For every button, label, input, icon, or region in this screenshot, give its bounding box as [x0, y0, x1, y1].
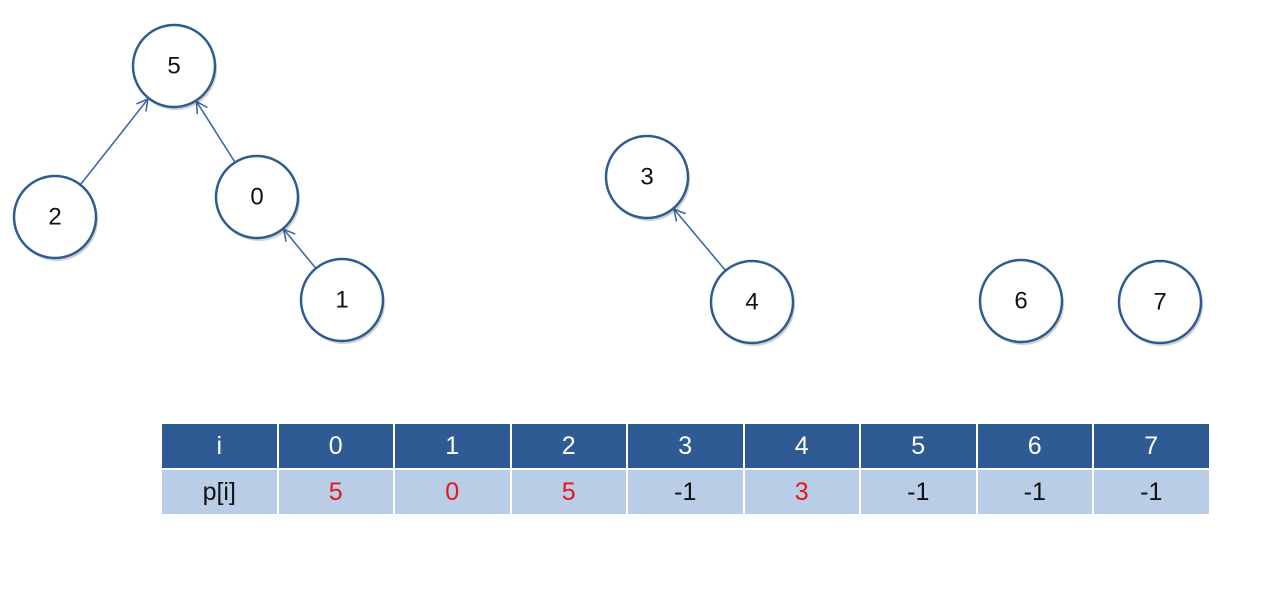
node-2: 2 — [12, 174, 98, 261]
node-label: 7 — [1153, 289, 1166, 316]
node-circle — [1117, 259, 1203, 345]
node-5: 5 — [131, 23, 217, 110]
index-cell-4: 4 — [743, 424, 861, 470]
parent-cell-3: -1 — [627, 469, 745, 516]
node-3: 3 — [604, 134, 690, 221]
index-cell-5: 5 — [860, 424, 978, 470]
node-label: 2 — [48, 204, 61, 231]
node-1: 1 — [299, 257, 385, 344]
index-cell-1: 1 — [394, 424, 512, 470]
parent-cell-7: -1 — [1093, 469, 1211, 516]
index-header-cell: i — [162, 424, 279, 470]
node-circle — [978, 258, 1064, 344]
index-cell-7: 7 — [1093, 424, 1211, 470]
parent-cell-0: 5 — [277, 469, 395, 516]
node-label: 0 — [250, 184, 263, 211]
node-7: 7 — [1117, 259, 1203, 346]
edge-1-to-0 — [282, 228, 317, 269]
union-find-forest: 5 2 0 1 3 4 6 7 — [12, 23, 1203, 346]
parent-array-table: i 0 1 2 3 4 5 6 7 p[i] 5 0 5 -1 3 -1 -1 … — [162, 424, 1211, 516]
parent-cell-4: 3 — [743, 469, 861, 516]
parent-row: p[i] 5 0 5 -1 3 -1 -1 -1 — [162, 469, 1211, 516]
node-circle — [709, 259, 795, 345]
edge-0-to-5 — [195, 100, 236, 163]
node-circle — [214, 154, 300, 240]
index-row: i 0 1 2 3 4 5 6 7 — [162, 424, 1211, 470]
node-label: 5 — [167, 53, 180, 80]
parent-cell-5: -1 — [860, 469, 978, 516]
edge-2-to-5 — [79, 97, 150, 186]
node-label: 3 — [640, 164, 653, 191]
nodes: 5 2 0 1 3 4 6 7 — [12, 23, 1203, 346]
node-4: 4 — [709, 259, 795, 346]
node-label: 4 — [745, 289, 758, 316]
edge-4-to-3 — [672, 207, 727, 272]
parent-cell-2: 5 — [510, 469, 628, 516]
index-cell-0: 0 — [277, 424, 395, 470]
index-cell-3: 3 — [627, 424, 745, 470]
node-0: 0 — [214, 154, 300, 241]
node-circle — [131, 23, 217, 109]
index-cell-2: 2 — [510, 424, 628, 470]
node-label: 1 — [335, 287, 348, 314]
parent-cell-6: -1 — [976, 469, 1094, 516]
parent-cell-1: 0 — [394, 469, 512, 516]
edges — [79, 97, 727, 272]
index-cell-6: 6 — [976, 424, 1094, 470]
node-6: 6 — [978, 258, 1064, 345]
node-circle — [12, 174, 98, 260]
node-circle — [299, 257, 385, 343]
node-circle — [604, 134, 690, 220]
node-label: 6 — [1014, 288, 1027, 315]
parent-header-cell: p[i] — [162, 469, 279, 516]
